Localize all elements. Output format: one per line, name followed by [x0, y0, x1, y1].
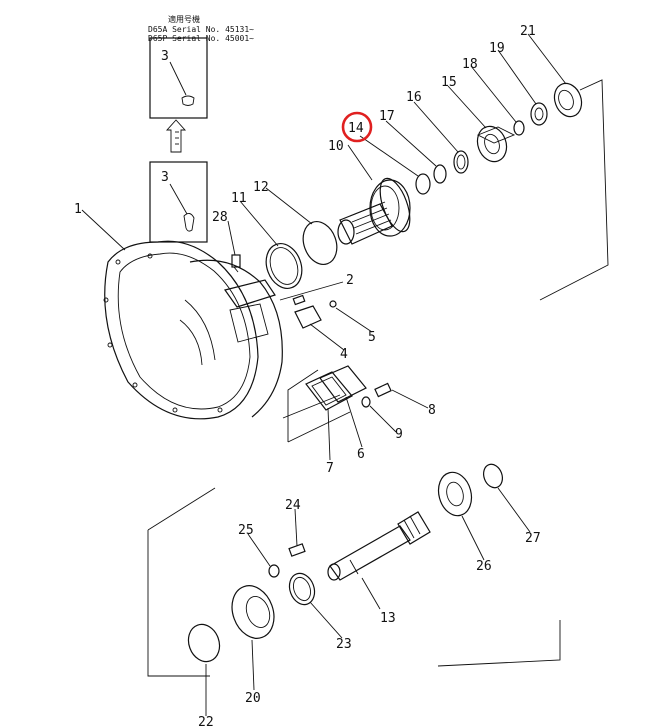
bolt-28	[231, 254, 241, 273]
part-labels: 1 2 3 3 4 5 6 7 8 9 10 11 12 13 14 15 16…	[74, 24, 541, 726]
snap-ring-18	[513, 120, 525, 136]
label-part-18: 18	[462, 57, 478, 72]
label-part-21: 21	[520, 24, 536, 39]
seal-21	[553, 82, 583, 118]
spacer-16	[453, 150, 469, 174]
flywheel-housing	[103, 240, 283, 420]
label-part-3b: 3	[161, 170, 169, 185]
cover-6	[319, 365, 367, 403]
label-part-1: 1	[74, 202, 82, 217]
label-part-11: 11	[231, 191, 247, 206]
note-heading: 適用号機	[168, 14, 200, 24]
label-part-20: 20	[245, 691, 261, 706]
bolt-5	[329, 300, 337, 308]
snap-ring-17	[433, 164, 447, 184]
cover-plate-4	[294, 305, 322, 329]
label-part-15: 15	[441, 75, 457, 90]
label-part-28: 28	[212, 210, 228, 225]
label-part-4: 4	[340, 347, 348, 362]
label-part-5: 5	[368, 330, 376, 345]
label-part-25: 25	[238, 523, 254, 538]
bearing-19	[530, 102, 548, 126]
ring-27	[482, 463, 504, 489]
label-part-8: 8	[428, 403, 436, 418]
plug-2	[292, 294, 306, 306]
label-part-12: 12	[253, 180, 269, 195]
label-part-26: 26	[476, 559, 492, 574]
label-part-24: 24	[285, 498, 301, 513]
note-line-1: D65A Serial No. 45131~	[148, 25, 254, 34]
label-part-13: 13	[380, 611, 396, 626]
washer-25	[268, 564, 280, 578]
label-part-14: 14	[348, 121, 364, 136]
coupling-flange	[337, 177, 411, 245]
pinion-shaft-13	[327, 511, 431, 581]
snap-ring-14	[415, 173, 431, 195]
bearing-cage-20	[231, 585, 275, 639]
inset-part-3-new	[149, 161, 208, 243]
gear-26	[437, 471, 473, 517]
bearing-15	[476, 125, 516, 163]
o-ring-12	[302, 221, 338, 265]
boundary-lines	[147, 79, 609, 677]
label-part-3a: 3	[161, 49, 169, 64]
ring-23	[288, 572, 316, 606]
label-part-7: 7	[326, 461, 334, 476]
leader-lines	[81, 33, 567, 716]
label-part-27: 27	[525, 531, 541, 546]
label-part-17: 17	[379, 109, 395, 124]
washer-9	[361, 396, 371, 408]
bolt-24	[288, 543, 306, 557]
bolt-8	[374, 382, 392, 398]
label-part-19: 19	[489, 41, 505, 56]
highlight-circle	[341, 111, 373, 143]
label-part-6: 6	[357, 447, 365, 462]
label-part-2: 2	[346, 273, 354, 288]
label-part-9: 9	[395, 427, 403, 442]
label-part-22: 22	[198, 715, 214, 726]
applicability-note: 適用号機 D65A Serial No. 45131~ D65P Serial …	[148, 14, 254, 43]
label-part-16: 16	[406, 90, 422, 105]
label-part-10: 10	[328, 139, 344, 154]
seal-ring-11	[265, 243, 303, 289]
label-part-23: 23	[336, 637, 352, 652]
o-ring-22	[187, 623, 221, 663]
inset-arrow	[165, 119, 187, 153]
inset-part-3-old	[149, 37, 208, 119]
